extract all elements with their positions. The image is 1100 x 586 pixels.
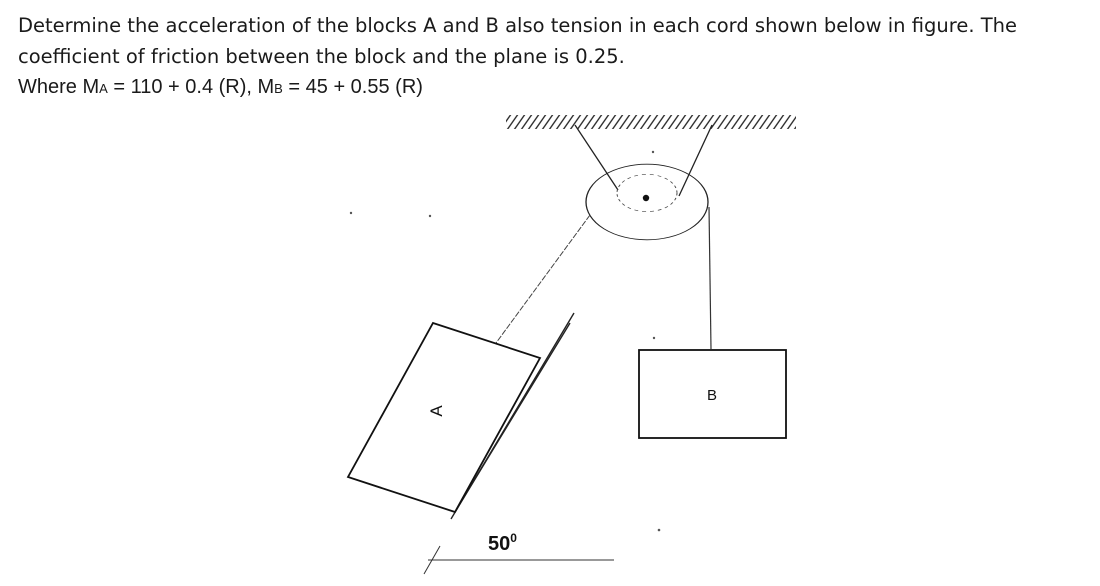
- mass-b-equation: = 45 + 0.55 (R): [282, 76, 423, 98]
- angle-value: 50: [488, 533, 510, 555]
- problem-line-2: coefficient of friction between the bloc…: [18, 45, 625, 68]
- block-a-label: A: [427, 405, 446, 417]
- pulley-wheel: [585, 163, 709, 241]
- degree-mark: 0: [510, 531, 517, 545]
- scan-specks: [349, 150, 661, 532]
- angle-label: 500: [488, 531, 517, 555]
- ceiling-hatch: [506, 115, 796, 129]
- block-b-label: B: [707, 387, 717, 404]
- cord-b: [708, 206, 712, 350]
- pulley-inner-dashed: [616, 174, 678, 212]
- problem-line-3: Where MA = 110 + 0.4 (R), MB = 45 + 0.55…: [18, 72, 1088, 104]
- problem-line-1: Determine the acceleration of the blocks…: [18, 14, 1018, 37]
- mass-a-subscript: A: [99, 81, 108, 96]
- angle-marker: [423, 545, 614, 575]
- cord-a: [495, 214, 591, 344]
- pulley-bracket: [574, 124, 713, 197]
- mass-a-equation: = 110 + 0.4 (R), M: [107, 76, 275, 98]
- mass-b-subscript: B: [274, 81, 283, 96]
- where-label: Where M: [18, 76, 100, 98]
- problem-statement: Determine the acceleration of the blocks…: [18, 10, 1088, 104]
- block-b: [638, 349, 787, 439]
- block-a: [346, 321, 542, 514]
- incline-plane: [450, 312, 575, 520]
- pulley-axle: [642, 194, 650, 202]
